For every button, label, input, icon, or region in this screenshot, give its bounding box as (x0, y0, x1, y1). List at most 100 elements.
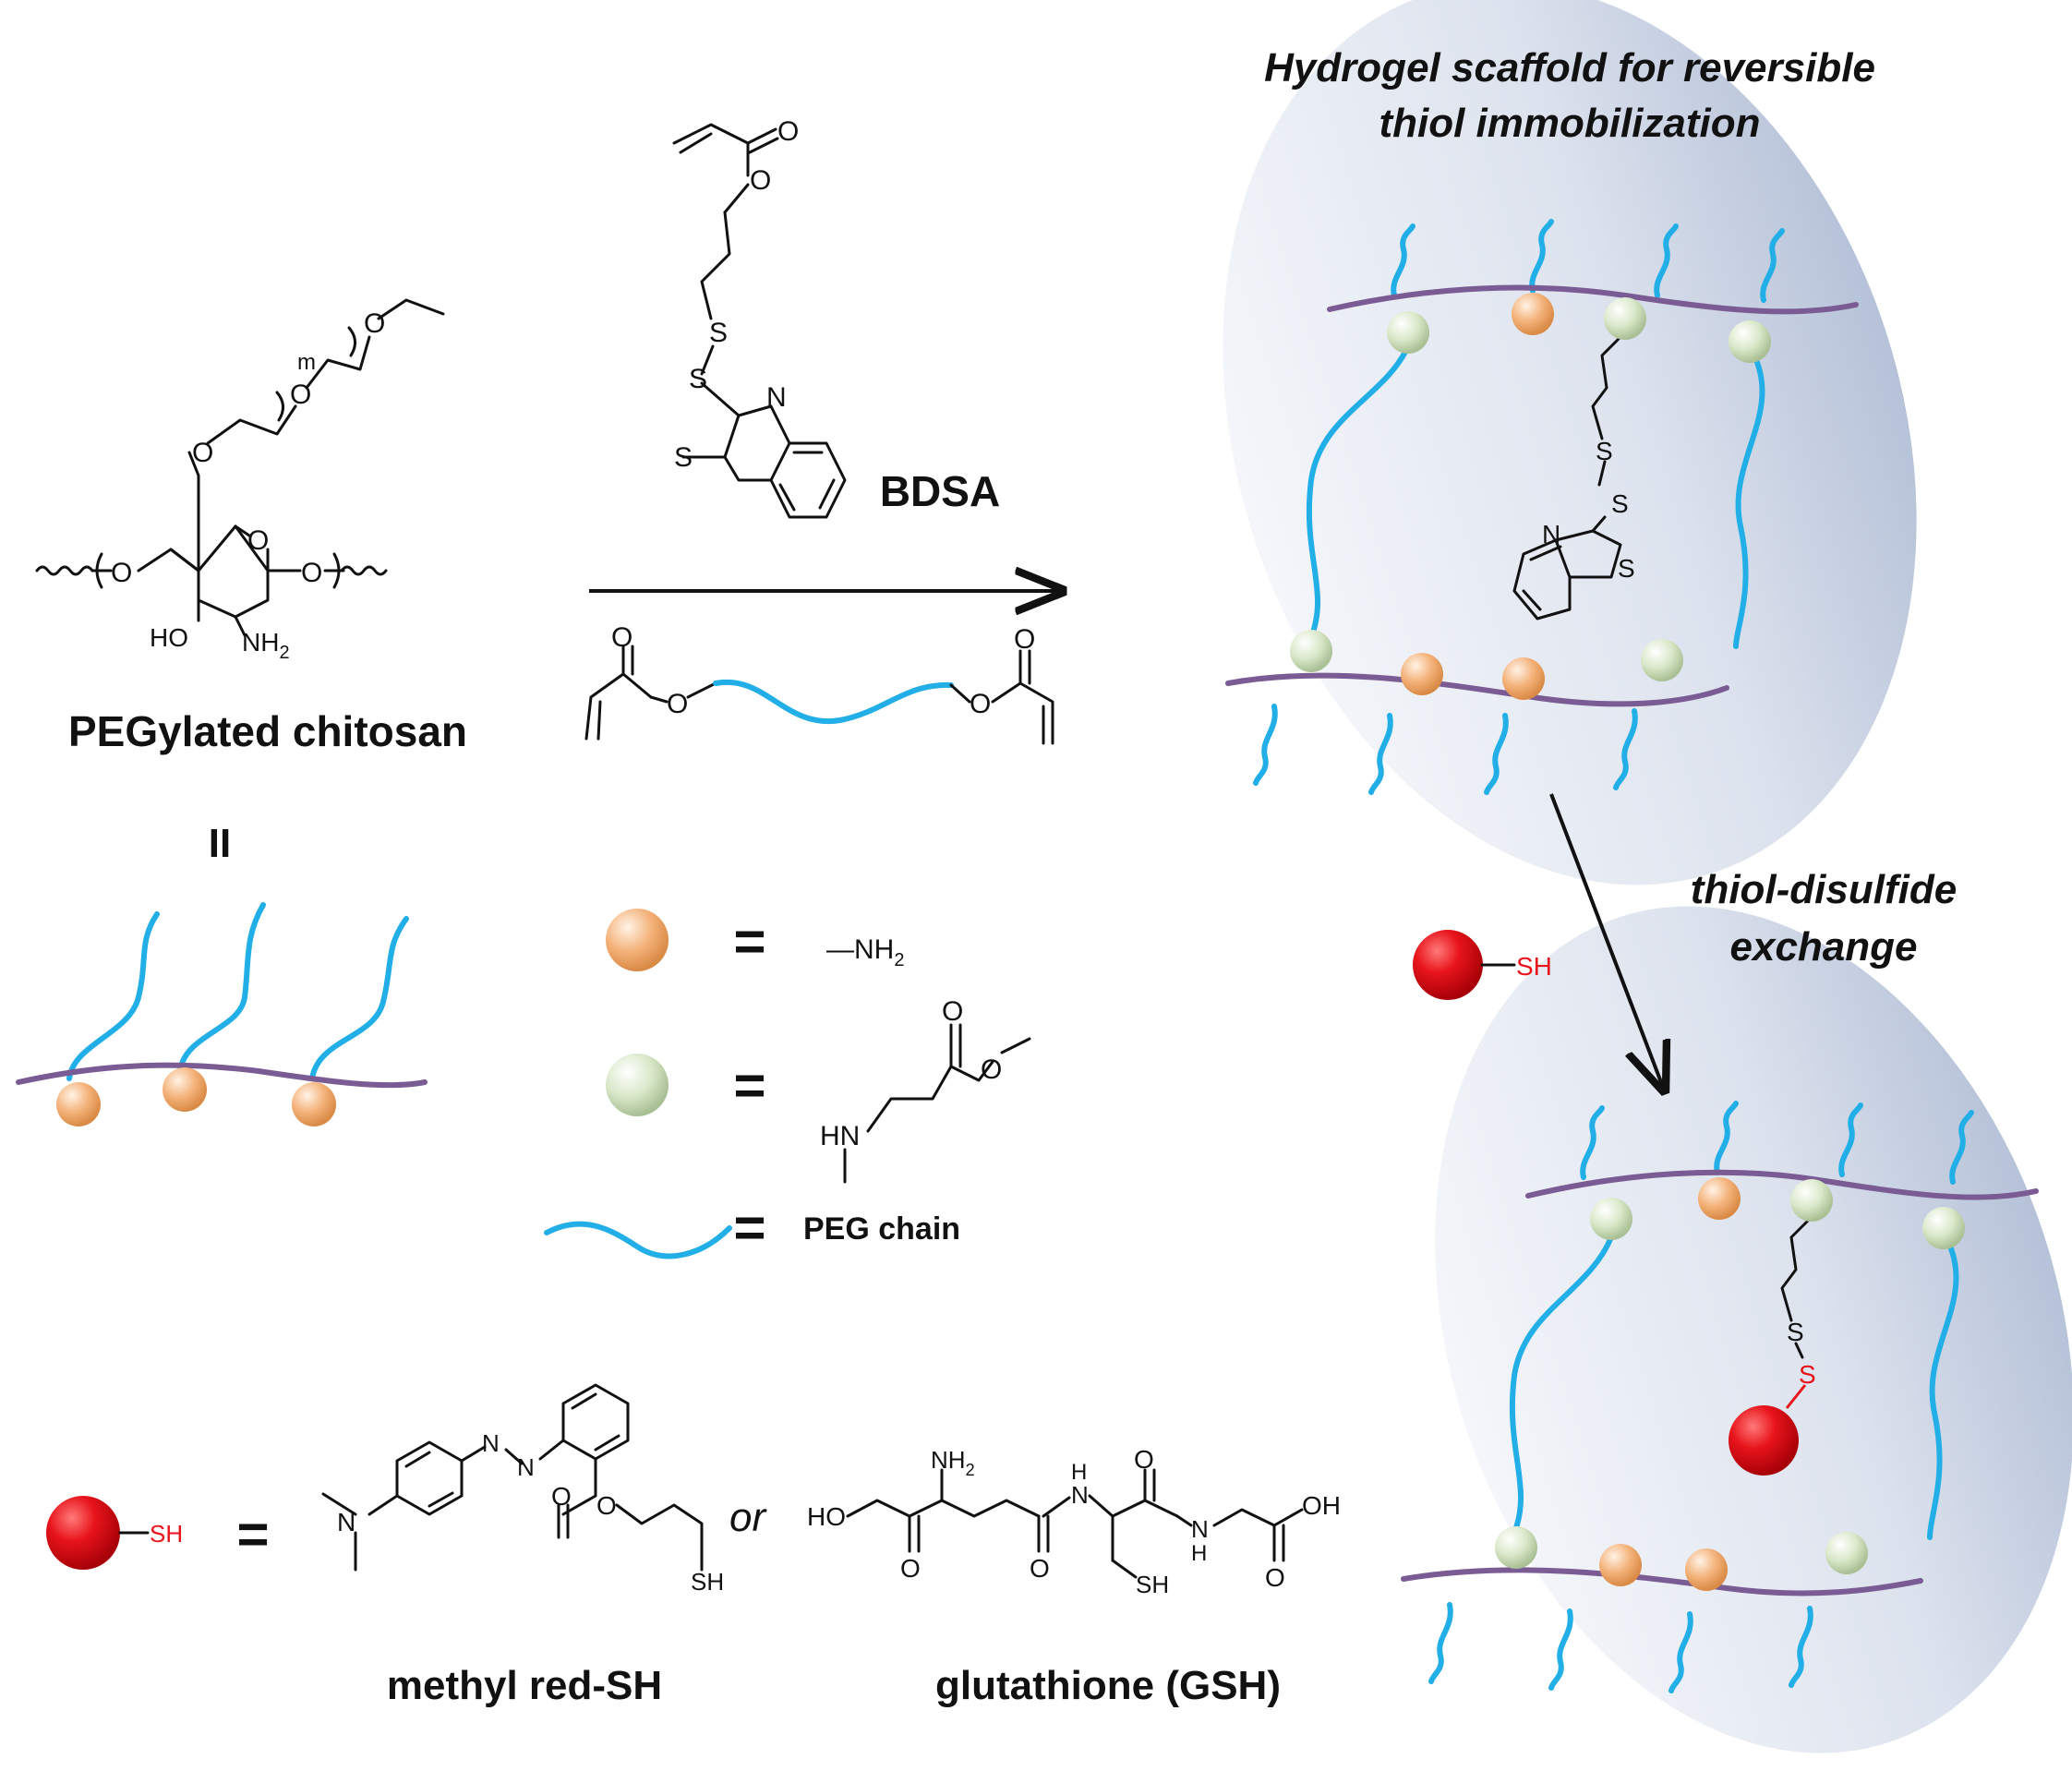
legend-amine-text: —NH2 (826, 934, 904, 970)
atom-o-ether2: O (290, 379, 311, 410)
or-text: or (729, 1495, 767, 1540)
thiol-sh-label: SH (1516, 952, 1552, 981)
peg-crosslink (1306, 343, 1411, 640)
legend-equals: = (733, 1197, 765, 1259)
atom-oh: OH (1302, 1491, 1341, 1520)
atom-n-azo: N (482, 1429, 500, 1457)
peg-stub (1613, 708, 1638, 790)
atom-n: N (1071, 1481, 1089, 1509)
amine-bead (1599, 1544, 1642, 1586)
backbone-upper (1327, 284, 1859, 315)
incoming-thiol: SH (1413, 930, 1552, 1000)
scaffold-background-top (1223, 0, 1917, 885)
ester-bead (1729, 320, 1771, 363)
atom-o: O (942, 996, 963, 1027)
glutathione-structure: HO O NH2 O N H O SH N H O OH (807, 1445, 1341, 1598)
atom-o-ether1: O (192, 438, 213, 468)
equals-vertical: II (209, 821, 231, 866)
legend: = —NH2 = O O HN = PEG chain (544, 909, 1031, 1259)
atom-ho: HO (807, 1502, 846, 1531)
atom-n-azo: N (517, 1453, 535, 1481)
atom-o-glycosidic-right: O (301, 558, 322, 588)
ester-bead (1790, 1179, 1833, 1222)
thiol-sh-label: SH (150, 1520, 183, 1548)
peg-stub (1838, 1102, 1863, 1177)
hydrogel-network-bottom: S S (1401, 1101, 2039, 1693)
peg-stub (1368, 713, 1393, 795)
ester-bead (1495, 1526, 1537, 1569)
amine-bead (1401, 653, 1443, 695)
ester-bead (1290, 630, 1332, 672)
atom-o-carbonyl: O (551, 1482, 572, 1511)
atom-nh2: NH2 (242, 628, 290, 663)
thiol-bead (46, 1496, 120, 1570)
pegylated-chitosan-structure: O O O m O O O HO NH2 (35, 298, 445, 663)
peg-stub (1668, 1611, 1693, 1693)
peg-stub (1548, 1608, 1573, 1691)
atom-o-methoxy: O (364, 308, 385, 339)
legend-equals: = (733, 910, 765, 972)
scaffold-title-line1: Hydrogel scaffold for reversible (1264, 45, 1875, 90)
atom-h: H (1191, 1541, 1207, 1566)
peg-strand (66, 911, 160, 1081)
atom-n: N (1191, 1515, 1209, 1543)
peg-crosslink (1927, 1239, 1959, 1540)
atom-o-carbonyl: O (777, 116, 799, 147)
hydrogel-network-top: S S N S (1225, 219, 1859, 795)
thiol-equals: = (236, 1503, 269, 1565)
ester-bead (1590, 1198, 1632, 1240)
exchange-arrow (1549, 793, 1664, 1090)
atom-o: O (1030, 1554, 1050, 1583)
amine-bead (1685, 1548, 1728, 1591)
atom-o: O (1014, 624, 1035, 655)
methyl-red-sh-structure: N N N O O SH (321, 1383, 724, 1596)
atom-o: O (981, 1054, 1002, 1085)
atom-s: S (1787, 1318, 1804, 1346)
atom-nh2: NH2 (931, 1446, 975, 1479)
ester-bead (1604, 297, 1646, 340)
atom-s: S (1618, 554, 1635, 583)
label-bdsa: BDSA (880, 467, 1000, 515)
peg-strand (177, 902, 266, 1074)
atom-o: O (611, 622, 632, 653)
amine-bead (163, 1067, 207, 1112)
label-glutathione: glutathione (GSH) (935, 1663, 1281, 1708)
atom-ho: HO (150, 623, 188, 652)
peg-stub (1580, 1105, 1605, 1180)
amine-bead (1698, 1177, 1741, 1220)
peg-crosslink (1733, 353, 1765, 649)
peg-stub (1789, 1606, 1813, 1688)
exchange-label-line2: exchange (1730, 924, 1918, 970)
immobilized-thiol-bead (1729, 1405, 1799, 1476)
legend-ester-bead (606, 1054, 669, 1116)
atom-s-ring: S (674, 442, 693, 473)
peg-stub (1484, 713, 1509, 795)
ester-bead (1922, 1207, 1965, 1249)
amine-bead (1502, 657, 1545, 700)
peg-crosslink (1509, 1235, 1614, 1536)
peg-stub (1654, 223, 1679, 298)
chitosan-backbone (16, 1062, 428, 1089)
thiol-definition: SH = N N N O O SH or (46, 1383, 1341, 1598)
peg-stub (1253, 704, 1278, 786)
atom-sh: SH (1136, 1571, 1169, 1598)
amine-bead (56, 1082, 101, 1126)
peg-stub (1428, 1602, 1453, 1684)
thiol-bead (1413, 930, 1483, 1000)
atom-s: S (709, 318, 728, 348)
amine-bead (292, 1082, 336, 1126)
atom-s-thiol: S (1799, 1360, 1816, 1389)
ester-bead (1825, 1532, 1868, 1574)
atom-sh: SH (691, 1568, 724, 1596)
peg-linker (713, 679, 954, 725)
atom-n-dimethyl: N (337, 1508, 355, 1536)
label-methyl-red-sh: methyl red-SH (387, 1663, 662, 1708)
peg-stub (1714, 1101, 1739, 1175)
atom-o: O (750, 165, 771, 196)
atom-s: S (1611, 489, 1629, 518)
methyl-acrylate-adduct-structure: O O HN (820, 996, 1031, 1184)
peg-diacrylate-structure: O O O O (584, 622, 1054, 745)
atom-s: S (1596, 437, 1613, 465)
atom-o: O (667, 689, 688, 719)
scaffold-title-line2: thiol immobilization (1379, 101, 1760, 146)
